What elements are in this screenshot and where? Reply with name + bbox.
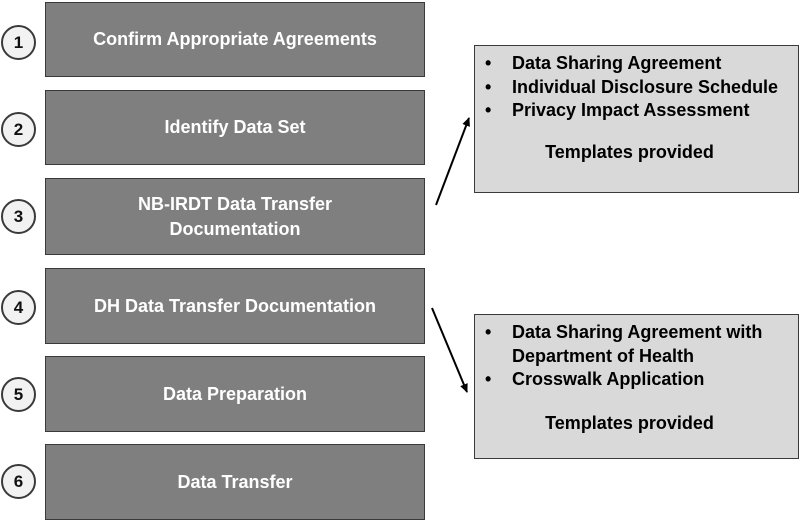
step-box-data-preparation: Data Preparation — [45, 356, 425, 432]
step-number-2: 2 — [1, 112, 36, 147]
note-item-label: Privacy Impact Assessment — [512, 100, 750, 120]
note-item-label: Individual Disclosure Schedule — [512, 76, 779, 97]
step-box-identify-data-set: Identify Data Set — [45, 90, 425, 165]
note-item: • Crosswalk Application — [481, 368, 788, 392]
note-item-label: Data Sharing Agreement — [512, 53, 722, 73]
note-box-nb-irdt-templates: • Data Sharing Agreement • Individual Di… — [474, 45, 799, 193]
step-label: Identify Data Set — [164, 117, 306, 137]
bullet-icon: • — [485, 100, 492, 120]
bullet-icon: • — [485, 369, 492, 389]
note-item-label: Crosswalk Application — [512, 369, 705, 389]
step-number-3: 3 — [1, 199, 36, 234]
note-list: • Data Sharing Agreement with Department… — [481, 321, 788, 392]
step-box-dh-documentation: DH Data Transfer Documentation — [45, 268, 425, 344]
bullet-icon: • — [485, 76, 492, 97]
step-label: Data Transfer — [177, 471, 293, 492]
note-item: • Individual Disclosure Schedule — [481, 76, 788, 100]
note-item-label: Data Sharing Agreement with Department o… — [512, 322, 763, 366]
note-item: • Data Sharing Agreement — [481, 52, 788, 76]
note-footer: Templates provided — [545, 412, 714, 433]
step-label: Confirm Appropriate Agreements — [93, 29, 377, 49]
step-number-6: 6 — [1, 464, 36, 499]
note-footer: Templates provided — [545, 141, 714, 162]
note-box-dh-templates: • Data Sharing Agreement with Department… — [474, 314, 799, 459]
step-box-confirm-agreements: Confirm Appropriate Agreements — [45, 2, 425, 77]
step-label: DH Data Transfer Documentation — [93, 295, 377, 316]
step-number-1: 1 — [1, 25, 36, 60]
note-list: • Data Sharing Agreement • Individual Di… — [481, 52, 788, 123]
note-item: • Data Sharing Agreement with Department… — [481, 321, 788, 368]
step-box-nb-irdt-documentation: NB-IRDT Data Transfer Documentation — [45, 178, 425, 255]
bullet-icon: • — [485, 53, 492, 73]
step-label: NB-IRDT Data Transfer Documentation — [137, 193, 333, 239]
step-number-4: 4 — [1, 290, 36, 325]
arrow-to-nb-irdt-templates — [435, 117, 470, 206]
arrow-to-dh-templates — [431, 307, 468, 393]
note-item: • Privacy Impact Assessment — [481, 99, 788, 123]
step-box-data-transfer: Data Transfer — [45, 444, 425, 520]
step-label: Data Preparation — [162, 383, 308, 404]
bullet-icon: • — [485, 322, 492, 342]
step-number-5: 5 — [1, 377, 36, 412]
